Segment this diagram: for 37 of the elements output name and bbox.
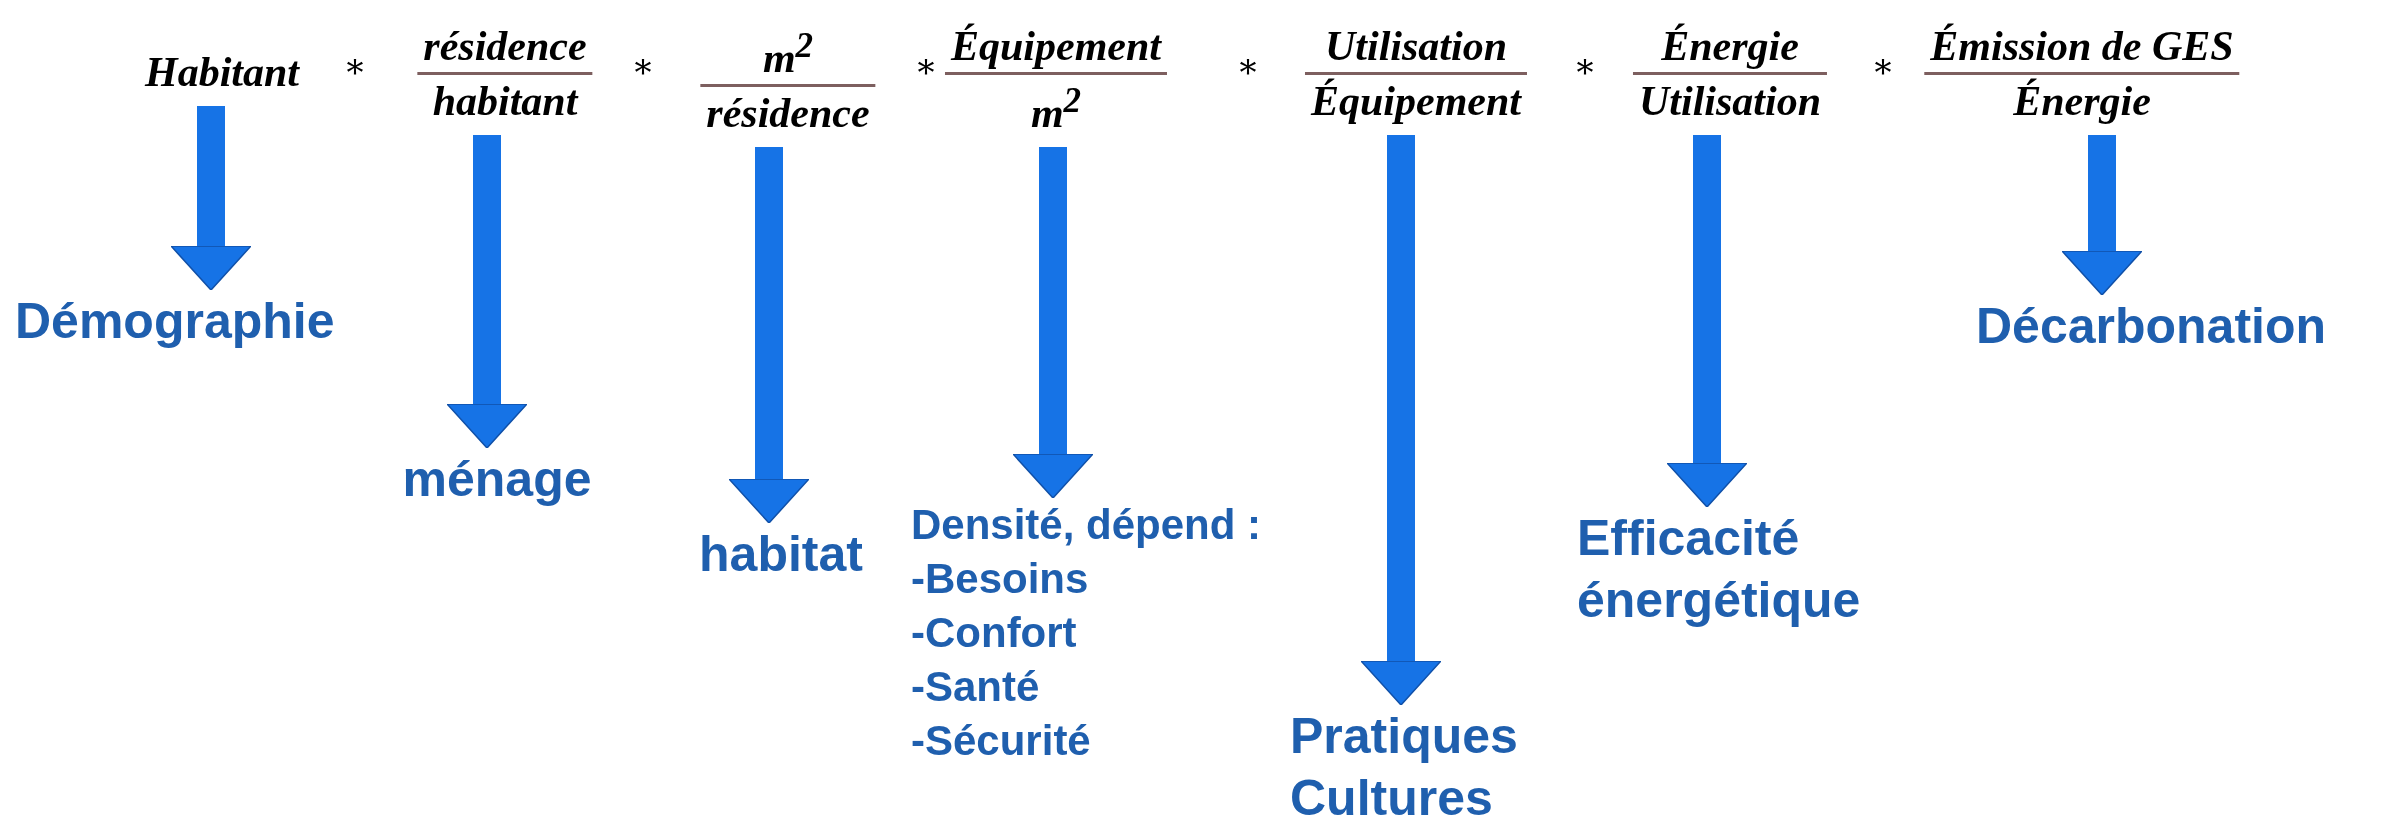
multiplication-sign: * bbox=[917, 51, 935, 94]
factor-label: Démographie bbox=[15, 290, 335, 352]
factor-label: ménage bbox=[402, 448, 592, 510]
fraction-numerator: Utilisation bbox=[1323, 22, 1509, 71]
factor-label: Densité, dépend : bbox=[911, 500, 1262, 550]
fraction-denominator: Utilisation bbox=[1637, 77, 1823, 126]
multiplication-sign: * bbox=[346, 51, 364, 94]
fraction-numerator: Émission de GES bbox=[1929, 22, 2235, 71]
multiplication-sign: * bbox=[1239, 51, 1257, 94]
factor-label: Pratiques Cultures bbox=[1290, 705, 1518, 829]
fraction-denominator: Équipement bbox=[1309, 77, 1523, 126]
block-arrow bbox=[446, 135, 528, 449]
block-arrow bbox=[170, 106, 252, 291]
block-arrow bbox=[1360, 135, 1442, 706]
fraction-numerator: Équipement bbox=[949, 22, 1163, 71]
fraction-denominator: résidence bbox=[705, 89, 871, 138]
factor-label: Efficacité énergétique bbox=[1577, 507, 1861, 631]
multiplication-sign: * bbox=[634, 51, 652, 94]
multiplication-sign: * bbox=[1874, 51, 1892, 94]
fraction-numerator: Énergie bbox=[1660, 22, 1800, 71]
block-arrow bbox=[1666, 135, 1748, 508]
block-arrow bbox=[2061, 135, 2143, 296]
block-arrow bbox=[1012, 147, 1094, 499]
list-item: -Sécurité bbox=[911, 716, 1092, 766]
factor-label: Décarbonation bbox=[1975, 295, 2327, 357]
fraction-numerator: résidence bbox=[422, 22, 588, 71]
fraction-denominator: Énergie bbox=[2012, 77, 2152, 126]
fraction-denominator: habitant bbox=[431, 77, 580, 126]
factor-label: habitat bbox=[699, 523, 863, 585]
list-item: -Santé bbox=[911, 662, 1041, 712]
block-arrow bbox=[728, 147, 810, 524]
formula-term: Habitant bbox=[145, 46, 299, 98]
fraction-denominator: m$^{2}$ bbox=[1029, 80, 1083, 138]
multiplication-sign: * bbox=[1576, 51, 1594, 94]
list-item: -Confort bbox=[911, 608, 1078, 658]
list-item: -Besoins bbox=[911, 554, 1090, 604]
fraction-numerator: m$^{2}$ bbox=[761, 25, 815, 83]
